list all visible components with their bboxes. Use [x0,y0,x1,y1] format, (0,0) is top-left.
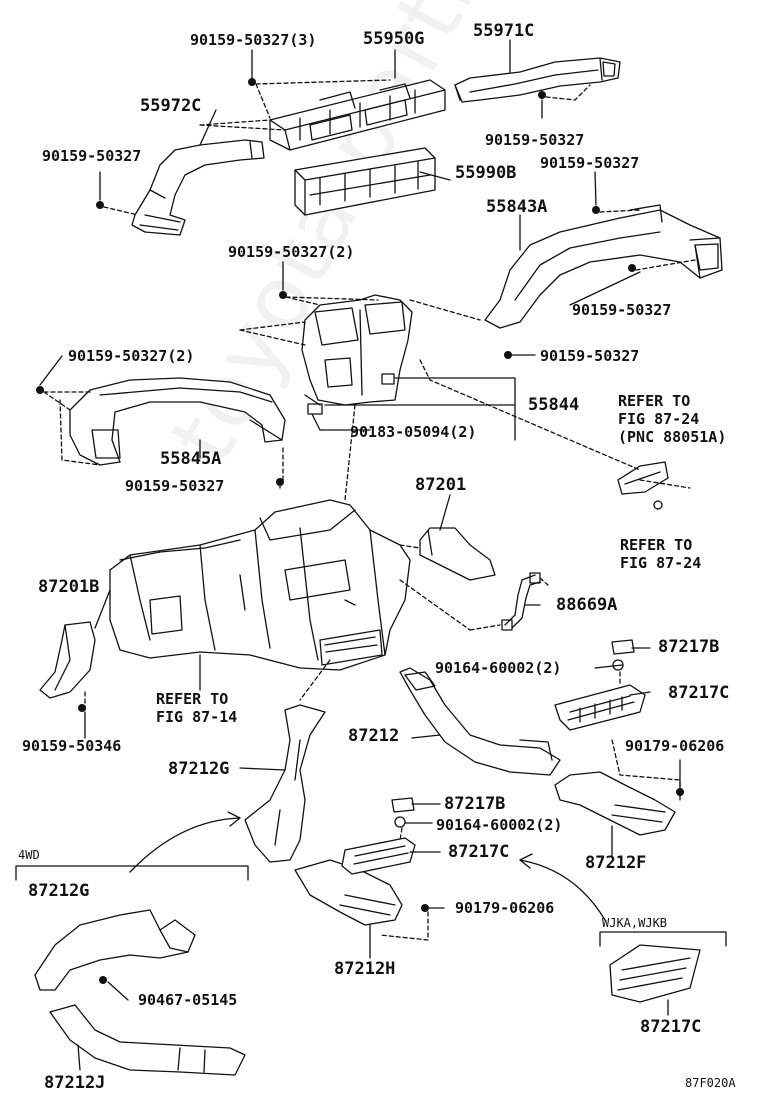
refer-note-88051a-line1: REFER TO [618,392,691,410]
label-wjk-87217c: 87217C [640,1017,702,1037]
label-87201b: 87201B [38,577,100,597]
refer-note-87-24-line2: FIG 87-24 [620,554,702,572]
refer-note-88051a: REFER TO FIG 87-24 (PNC 88051A) [618,392,726,446]
part-87217c-grille-upper [554,684,646,731]
label-87217b-upper: 87217B [658,637,720,657]
label-87212f: 87212F [585,853,647,873]
label-90467-05145: 90467-05145 [138,991,238,1009]
part-87212j-duct [49,1004,246,1076]
part-87212-duct [399,667,561,776]
part-55972c-duct [131,139,265,236]
label-90159-50327-2a: 90159-50327(2) [228,243,355,261]
label-90159-50327-a: 90159-50327 [42,147,142,165]
label-87217b-lower: 87217B [444,794,506,814]
label-4wd-87212g: 87212G [28,881,90,901]
label-90164-60002-2b: 90164-60002(2) [436,816,563,834]
part-87201-duct [419,527,496,581]
label-55844: 55844 [528,395,580,415]
label-88669a: 88669A [556,595,618,615]
refer-note-87-24-line1: REFER TO [620,536,693,554]
label-87217c-lower: 87217C [448,842,510,862]
label-90159-50327-3: 90159-50327(3) [190,31,317,49]
label-55950g: 55950G [363,29,425,49]
part-wjk-87217c-grille [609,944,701,1003]
part-87201b-duct [39,621,96,699]
box-4wd-label: 4WD [18,848,40,862]
label-87201: 87201 [415,475,467,495]
part-55950g-nozzle [269,79,446,151]
label-90159-50327-c: 90159-50327 [540,154,640,172]
part-87217b-upper [611,639,635,671]
label-90159-50327-f: 90159-50327 [125,477,225,495]
refer-note-88051a-line3: (PNC 88051A) [618,428,727,446]
label-90159-50346: 90159-50346 [22,737,122,755]
leader-lines [39,39,681,1071]
label-55971c: 55971C [473,21,535,41]
part-heater-unit [109,499,411,671]
refer-note-88051a-line2: FIG 87-24 [618,410,700,428]
label-90159-50327-d: 90159-50327 [572,301,672,319]
part-87217c-grille-lower [341,837,416,875]
part-87212g-duct [244,704,326,863]
refer-note-87-14: REFER TO FIG 87-14 [156,690,237,726]
part-88669a-hose [501,572,541,631]
part-87212f-duct [554,771,676,836]
label-87212: 87212 [348,726,400,746]
dashed-lines [43,79,696,941]
label-90159-50327-b: 90159-50327 [485,131,585,149]
label-90183-05094-2: 90183-05094(2) [350,423,477,441]
label-55972c: 55972C [140,96,202,116]
label-90179-06206-b: 90179-06206 [455,899,555,917]
part-55845a-duct [69,377,286,466]
label-87217c-upper: 87217C [668,683,730,703]
label-90159-50327-2b: 90159-50327(2) [68,347,195,365]
part-55990b-vent [294,147,436,216]
refer-note-87-24: REFER TO FIG 87-24 [620,536,701,572]
label-90179-06206-a: 90179-06206 [625,737,725,755]
part-55843a-duct [484,204,723,329]
part-55971c-duct [454,57,621,103]
part-87217b-lower [391,797,415,828]
box-4wd-frame [15,865,249,881]
bolts [36,78,684,984]
figure-code: 87F020A [685,1076,736,1090]
label-87212g: 87212G [168,759,230,779]
part-4wd-87212g-duct [34,909,196,991]
label-55990b: 55990B [455,163,517,183]
box-wjk-frame [599,931,727,947]
label-55843a: 55843A [486,197,548,217]
box-wjk-label: WJKA,WJKB [602,916,668,930]
part-88051a-sensor [617,461,669,510]
refer-note-87-14-line1: REFER TO [156,690,229,708]
part-55844-register [301,294,413,415]
label-90164-60002-2a: 90164-60002(2) [435,659,562,677]
label-55845a: 55845A [160,449,222,469]
label-87212j: 87212J [44,1073,106,1093]
label-87212h: 87212H [334,959,396,979]
label-90159-50327-e: 90159-50327 [540,347,640,365]
curved-arrows [129,811,606,921]
refer-note-87-14-line2: FIG 87-14 [156,708,238,726]
